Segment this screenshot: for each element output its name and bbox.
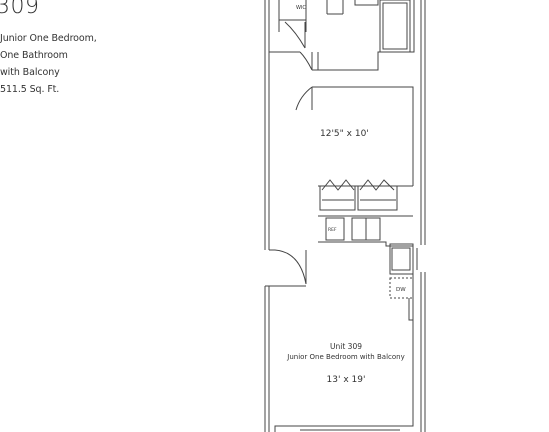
bathtub	[379, 0, 411, 53]
unit-type-line-3: with Balcony	[0, 67, 60, 78]
sink	[354, 0, 379, 6]
unit-label: Unit 309	[330, 342, 362, 351]
bedroom-wall	[318, 86, 414, 186]
unit-type-label: Junior One Bedroom with Balcony	[286, 353, 404, 361]
fridge-label: REF	[328, 227, 337, 233]
left-wall-upper	[264, 0, 270, 250]
toilet	[326, 0, 344, 15]
left-wall-lower	[264, 286, 270, 432]
unit-type-line-1: Junior One Bedroom,	[0, 33, 97, 44]
wic-label: WIC	[296, 5, 306, 11]
bedroom-dimensions: 12'5" x 10'	[320, 129, 369, 139]
closet-right	[357, 186, 398, 211]
entry-door-arc	[274, 249, 307, 285]
dishwasher-label: DW	[396, 287, 406, 293]
unit-number: 309	[0, 0, 40, 19]
bath-wall	[317, 0, 415, 71]
living-room-dimensions: 13' x 19'	[327, 375, 366, 385]
unit-type-line-2: One Bathroom	[0, 50, 68, 61]
bedroom-door-arc	[295, 86, 313, 111]
closet-left	[319, 186, 356, 211]
square-footage: 511.5 Sq. Ft.	[0, 84, 60, 95]
right-wall-lower	[420, 272, 426, 432]
bath-door-arc	[299, 51, 313, 71]
wic-door-arc	[284, 21, 306, 49]
right-wall-upper	[420, 0, 426, 245]
fridge-box	[325, 217, 345, 241]
